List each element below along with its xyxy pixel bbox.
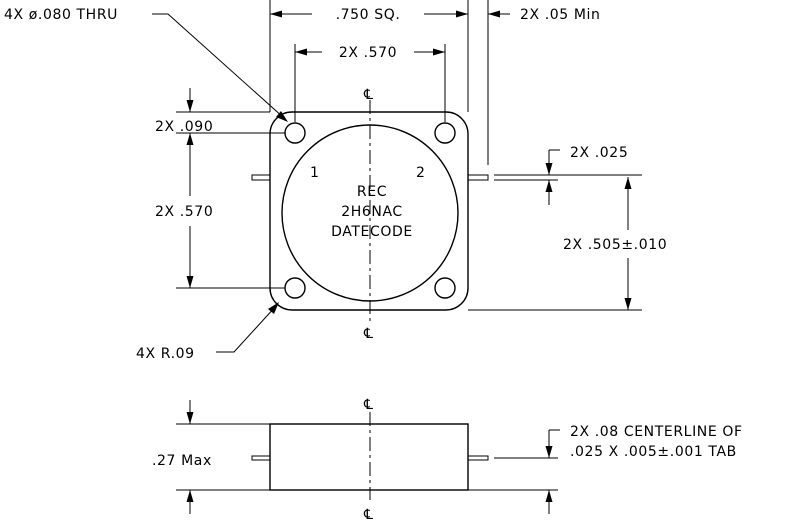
arrow-lead-pos-top bbox=[624, 177, 632, 189]
tab-note-line-1: 2X .08 CENTERLINE OF bbox=[570, 424, 743, 440]
corner-radius-label: 4X R.09 bbox=[136, 346, 195, 362]
mounting-hole-bottom-left bbox=[284, 277, 306, 299]
dim-edge-offset-label: 2X .090 bbox=[155, 119, 213, 135]
leader-corner-radius bbox=[216, 305, 277, 353]
mounting-hole-bottom-right bbox=[434, 277, 456, 299]
centerline-symbol-top: ℄ bbox=[363, 87, 374, 103]
side-body-outline bbox=[269, 423, 469, 491]
dim-lead-length-label: 2X .05 Min bbox=[520, 7, 601, 23]
port-2-label: 2 bbox=[416, 165, 426, 181]
port-1-label: 1 bbox=[310, 165, 320, 181]
tab-note-line-2: .025 X .005±.001 TAB bbox=[570, 444, 737, 460]
arrow-edge-offset bbox=[186, 100, 194, 112]
centerline-symbol-bottom: ℄ bbox=[363, 326, 374, 342]
hole-callout-label: 4X ø.080 THRU bbox=[4, 7, 118, 23]
arrow-body-width-left bbox=[270, 10, 282, 18]
dim-lead-width-label: 2X .025 bbox=[570, 145, 628, 161]
arrow-hole-h-right bbox=[433, 48, 445, 56]
arrow-corner-radius bbox=[268, 302, 279, 314]
arrow-lead-width-top bbox=[545, 163, 553, 175]
arrow-body-width-right bbox=[456, 10, 468, 18]
dim-height-label: .27 Max bbox=[152, 453, 212, 469]
arrow-hole-v-bottom bbox=[186, 276, 194, 288]
arrow-hole-h-left bbox=[295, 48, 307, 56]
marking-line-3: DATECODE bbox=[331, 224, 413, 240]
dim-hole-spacing-v-label: 2X .570 bbox=[155, 204, 213, 220]
marking-line-2: 2H6NAC bbox=[341, 204, 403, 220]
side-centerline-symbol-bottom: ℄ bbox=[363, 507, 374, 523]
marking-line-1: REC bbox=[357, 184, 387, 200]
body-outline bbox=[269, 111, 469, 311]
top-view: ℄ ℄ 1 2 REC 2H6NAC DATECODE .750 SQ. 2X … bbox=[4, 0, 667, 362]
dim-hole-spacing-h-label: 2X .570 bbox=[339, 45, 397, 61]
dim-lead-position-label: 2X .505±.010 bbox=[563, 237, 667, 253]
arrow-lead-length bbox=[488, 10, 500, 18]
arrow-tab-bottom bbox=[545, 490, 553, 502]
arrow-lead-width-bottom bbox=[545, 180, 553, 192]
arrow-hole-callout bbox=[276, 111, 288, 122]
mounting-hole-top-right bbox=[434, 122, 456, 144]
arrow-hole-v-top bbox=[186, 133, 194, 145]
side-lead-left bbox=[251, 455, 271, 461]
leader-hole-callout bbox=[152, 13, 285, 119]
lead-right bbox=[467, 174, 489, 181]
side-view: ℄ ℄ .27 Max 2X .08 CENTERLINE OF .025 X … bbox=[152, 397, 743, 523]
arrow-lead-pos-bottom bbox=[624, 298, 632, 310]
side-centerline-symbol-top: ℄ bbox=[363, 397, 374, 413]
arrow-height-top bbox=[186, 412, 194, 424]
mounting-hole-top-left bbox=[284, 122, 306, 144]
arrow-height-bottom bbox=[186, 490, 194, 502]
arrow-tab-top bbox=[545, 446, 553, 458]
side-lead-right bbox=[467, 455, 489, 461]
dim-body-width-label: .750 SQ. bbox=[336, 7, 401, 23]
lead-left bbox=[251, 174, 271, 181]
